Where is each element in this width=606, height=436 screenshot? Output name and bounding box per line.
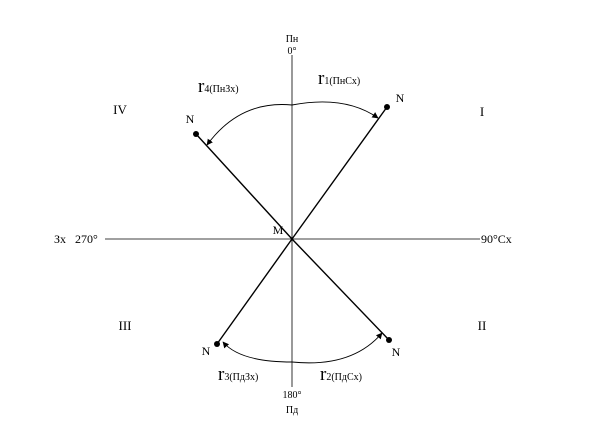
- point-ne-dot: [384, 104, 390, 110]
- point-sw-label: N: [202, 344, 211, 358]
- rhumb-r2-label: r2(ПдСх): [320, 364, 362, 385]
- south-degree: 180°: [283, 390, 302, 401]
- arc-r4: [206, 104, 293, 146]
- arc-r2: [291, 332, 383, 364]
- rhumb-r4-label: r4(ПнЗх): [198, 76, 239, 97]
- center-label: M: [273, 223, 284, 237]
- west-degree: 270°: [75, 232, 98, 246]
- arc-r3: [222, 341, 293, 363]
- north-label: Пн: [286, 34, 299, 45]
- quadrant-i: I: [480, 104, 484, 119]
- quadrant-ii: II: [478, 318, 487, 333]
- south-label: Пд: [286, 405, 298, 416]
- point-se-dot: [386, 337, 392, 343]
- ray-ne: [291, 106, 388, 240]
- point-nw-dot: [193, 131, 199, 137]
- north-degree: 0°: [288, 46, 297, 57]
- arc-r1: [291, 101, 379, 119]
- quadrant-iv: IV: [113, 102, 127, 117]
- ray-sw: [216, 238, 293, 345]
- point-sw-dot: [214, 341, 220, 347]
- rhumb-r1-label: r1(ПнСх): [318, 68, 360, 89]
- point-se-label: N: [392, 345, 401, 359]
- east-label: 90°Сх: [481, 232, 512, 246]
- quadrant-iii: III: [119, 318, 132, 333]
- rhumb-r3-label: r3(ПдЗх): [218, 364, 258, 385]
- west-label: Зх: [54, 232, 66, 246]
- point-ne-label: N: [396, 91, 405, 105]
- ray-nw: [195, 133, 293, 240]
- point-nw-label: N: [186, 112, 195, 126]
- ray-se: [291, 238, 390, 341]
